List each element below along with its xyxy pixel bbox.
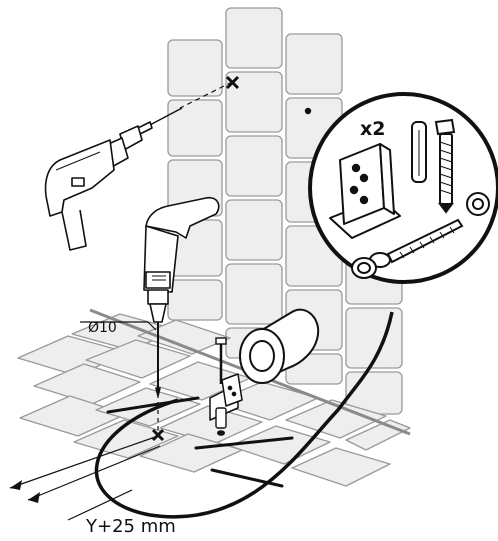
drill-diameter-label: Ø10 (88, 320, 117, 336)
wall-hole (304, 107, 312, 115)
pipe-sleeve (239, 308, 320, 384)
cover-cap (351, 192, 490, 279)
floor-position-lines (106, 396, 294, 488)
floor-mark-cross (151, 428, 165, 442)
quantity-label: x2 (360, 118, 385, 140)
wall-mark-cross (225, 75, 240, 90)
bracket-large (329, 143, 401, 239)
wall-plug-large (411, 121, 427, 183)
floor-tile-grid (17, 313, 411, 487)
drill-horizontal (44, 107, 183, 251)
offset-dimension-label: Y+25 mm (85, 516, 176, 537)
hex-screw (215, 337, 227, 384)
hex-screw-large (434, 118, 456, 214)
parts-zoom-callout: x2 (308, 92, 498, 284)
floor-hole (217, 430, 225, 436)
wall-tile-grid (167, 7, 403, 415)
wall-plug (215, 407, 227, 429)
dimension-arrows (10, 480, 40, 503)
drill-vertical (143, 196, 220, 397)
template-curve (94, 311, 394, 519)
